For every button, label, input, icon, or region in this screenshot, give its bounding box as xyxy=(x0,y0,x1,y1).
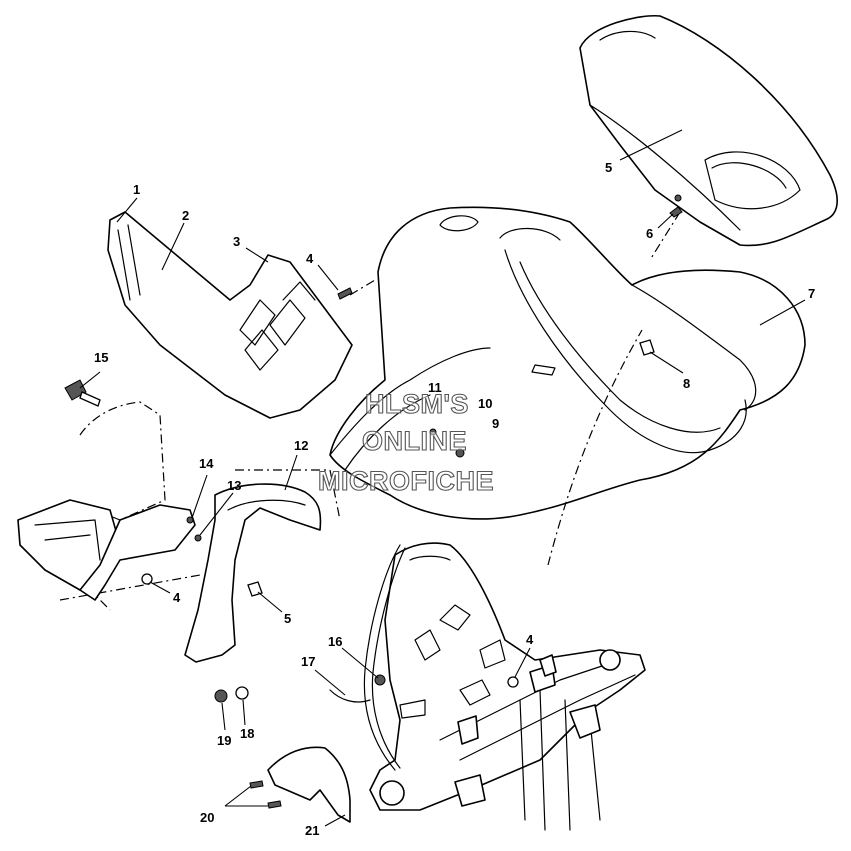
watermark-line-3: MICROFICHE xyxy=(318,466,494,496)
callout-9: 9 xyxy=(492,416,499,431)
callout-5-lower: 5 xyxy=(284,611,291,626)
part-cable xyxy=(329,544,406,771)
watermark-line-2: ONLINE xyxy=(362,426,467,456)
callout-2: 2 xyxy=(182,208,189,223)
callout-8: 8 xyxy=(683,376,690,391)
callout-5-upper: 5 xyxy=(605,160,612,175)
callout-10: 10 xyxy=(478,396,492,411)
callout-4-right: 4 xyxy=(526,632,534,647)
callout-leaders xyxy=(79,129,806,827)
part-frame-assembly xyxy=(369,542,646,831)
callout-6: 6 xyxy=(646,226,653,241)
callout-18: 18 xyxy=(240,726,254,741)
assembly-leaders xyxy=(349,211,681,566)
hardware-fasteners xyxy=(64,194,683,809)
callout-1: 1 xyxy=(133,182,140,197)
callout-7: 7 xyxy=(808,286,815,301)
callout-13: 13 xyxy=(227,478,241,493)
callout-4-upper: 4 xyxy=(306,251,314,266)
callout-4-left: 4 xyxy=(173,590,181,605)
callout-16: 16 xyxy=(328,634,342,649)
callout-3: 3 xyxy=(233,234,240,249)
part-front-body-shell xyxy=(329,206,806,520)
part-footrest-plate xyxy=(17,499,196,601)
callout-21: 21 xyxy=(305,823,319,838)
watermark: HLSM'S ONLINE MICROFICHE xyxy=(317,388,494,496)
callout-17: 17 xyxy=(301,654,315,669)
callout-14: 14 xyxy=(199,456,214,471)
part-lower-guard xyxy=(267,746,351,823)
callout-11: 11 xyxy=(428,380,442,395)
callout-12: 12 xyxy=(294,438,308,453)
watermark-line-1: HLSM'S xyxy=(365,389,469,419)
callout-labels: 1 2 3 4 5 6 7 8 9 10 11 12 13 14 15 4 5 … xyxy=(94,160,815,838)
part-left-side-panel xyxy=(107,211,353,419)
part-fender-flare xyxy=(184,483,322,663)
callout-15: 15 xyxy=(94,350,108,365)
callout-20: 20 xyxy=(200,810,214,825)
part-rear-cover-panel xyxy=(579,14,838,247)
callout-19: 19 xyxy=(217,733,231,748)
